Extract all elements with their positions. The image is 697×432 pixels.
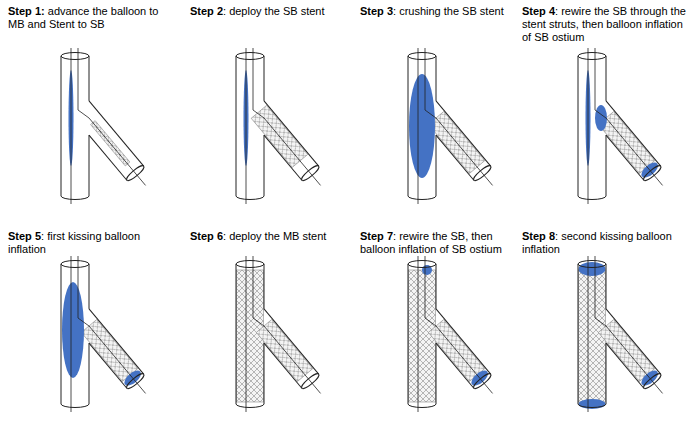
vessel-outline <box>236 261 321 408</box>
bifurcation-panel <box>236 48 321 204</box>
guide-wire <box>71 256 146 412</box>
vessel-outline <box>408 261 493 408</box>
vessel-outline <box>408 53 493 200</box>
step-description: : deploy the MB stent <box>223 230 326 242</box>
guide-wire <box>246 256 321 412</box>
step-caption: Step 3: crushing the SB stent <box>360 5 528 18</box>
step-number: Step 1: <box>8 5 45 17</box>
step-caption: Step 7: rewire the SB, then balloon infl… <box>360 230 528 256</box>
step-caption: Step 8: second kissing balloon inflation <box>522 230 690 256</box>
vessel-outline <box>578 53 663 200</box>
mb-balloon <box>409 74 435 178</box>
mb-balloon <box>62 282 84 378</box>
vessel-outline <box>578 261 663 408</box>
guide-wire <box>418 48 493 204</box>
guide-wire <box>418 256 493 412</box>
bifurcation-panel <box>61 256 146 412</box>
step-number: Step 8 <box>522 230 555 242</box>
bifurcation-panel <box>408 48 493 204</box>
step-number: Step 7 <box>360 230 393 242</box>
step-caption: Step 5: first kissing balloon inflation <box>8 230 176 256</box>
guide-wire <box>246 48 321 204</box>
bifurcation-panel <box>578 256 663 412</box>
step-number: Step 3 <box>360 5 393 17</box>
bifurcation-panel <box>578 48 663 204</box>
step-number: Step 5 <box>8 230 41 242</box>
bifurcation-panel <box>236 256 321 412</box>
vessel-outline <box>61 261 146 408</box>
guide-wire <box>71 48 146 204</box>
step-description: : deploy the SB stent <box>223 5 325 17</box>
step-number: Step 4 <box>522 5 555 17</box>
vessel-outline <box>236 53 321 200</box>
guide-wire <box>588 48 663 204</box>
step-caption: Step 1:advance the balloon to MB and Ste… <box>8 5 176 31</box>
guide-wire <box>588 256 663 412</box>
bifurcation-panel <box>61 48 146 204</box>
step-description: : crushing the SB stent <box>393 5 504 17</box>
step-number: Step 2 <box>190 5 223 17</box>
step-caption: Step 6: deploy the MB stent <box>190 230 358 243</box>
ostium-balloon <box>595 105 607 131</box>
step-number: Step 6 <box>190 230 223 242</box>
kissing-balloon <box>579 399 606 409</box>
vessel-outline <box>61 53 146 200</box>
bifurcation-panel <box>408 256 493 412</box>
step-caption: Step 4: rewire the SB through the stent … <box>522 5 690 44</box>
kissing-balloon <box>579 262 606 276</box>
step-caption: Step 2: deploy the SB stent <box>190 5 358 18</box>
